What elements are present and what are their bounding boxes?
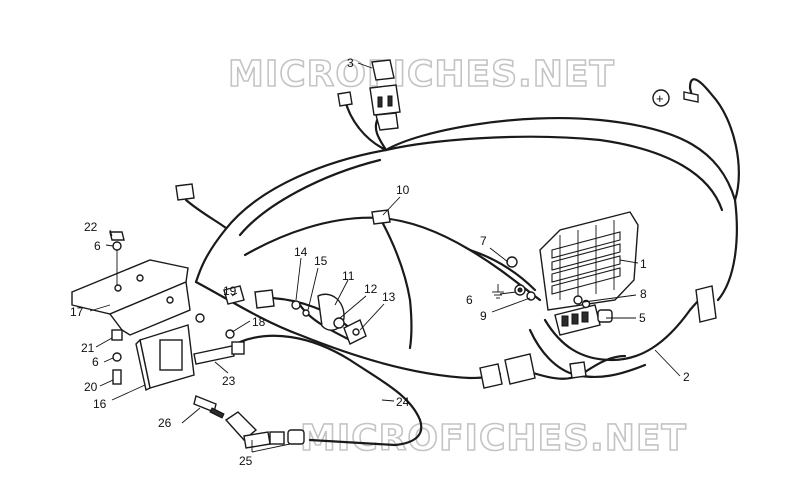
callout-7: 7 [480,234,487,248]
callout-23: 23 [222,374,236,388]
sensor-parts [291,293,367,345]
positive-symbol: + [656,91,664,106]
callout-18: 18 [252,315,266,329]
voltage-regulator [539,211,639,336]
watermark-bottom: MICROFICHES.NET [300,418,687,459]
relay [337,59,401,131]
callout-8: 8 [640,287,647,301]
callout-25: 25 [239,454,253,468]
callout-14: 14 [294,245,308,259]
leader-lines [89,62,681,453]
positive-terminal-icon: + [652,89,699,107]
callout-22: 22 [84,220,98,234]
callout-17: 17 [70,305,84,319]
callout-24: 24 [396,395,410,409]
callout-10: 10 [396,183,410,197]
callout-6-regulator: 6 [466,293,473,307]
callout-5: 5 [639,311,646,325]
callout-11: 11 [342,269,355,283]
callout-26: 26 [158,416,172,430]
regulator-fasteners [492,256,591,309]
callout-6-lower-left: 6 [92,355,99,369]
callout-21: 21 [81,341,95,355]
callout-16: 16 [93,397,107,411]
callout-6-upper-left: 6 [94,239,101,253]
callout-15: 15 [314,254,328,268]
callout-2: 2 [683,370,690,384]
wiring-harness [184,78,740,447]
callout-13: 13 [382,290,396,304]
callout-labels: 3 1 2 5 6 7 8 9 10 11 12 13 14 15 16 17 … [70,56,690,468]
callout-20: 20 [84,380,98,394]
callout-1: 1 [640,257,647,271]
callout-12: 12 [364,282,378,296]
callout-3: 3 [347,56,354,70]
ground-symbol-icon [492,284,504,299]
callout-19: 19 [223,284,237,298]
ignition-coil-assembly [71,259,245,392]
watermark-top: MICROFICHES.NET [228,54,615,95]
callout-9: 9 [480,309,487,323]
spark-plug-and-caps [193,395,305,449]
